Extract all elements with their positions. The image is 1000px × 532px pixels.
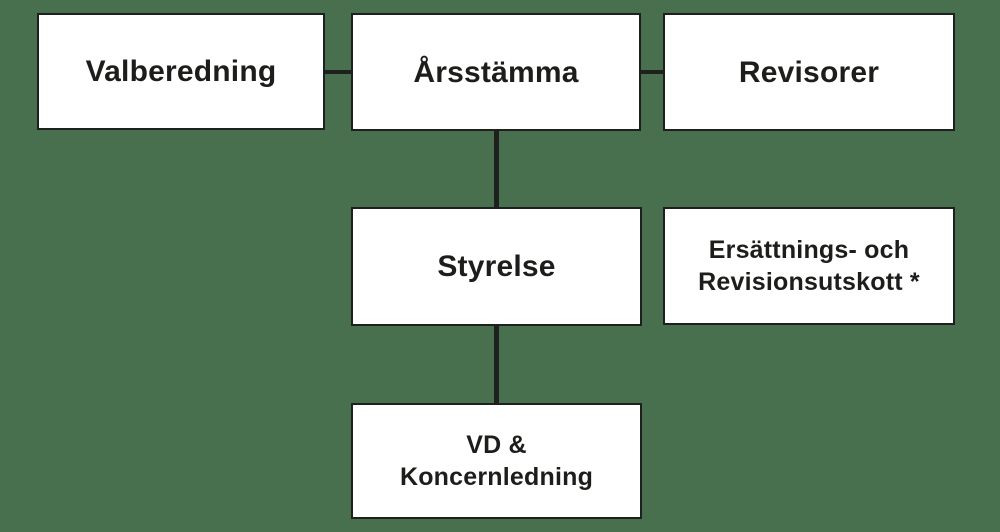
- node-styrelse: Styrelse: [351, 207, 642, 326]
- edge-arsstamma-revisorer: [639, 70, 665, 74]
- node-vd-koncernledning-label: VD & Koncernledning: [399, 430, 594, 492]
- edge-styrelse-vd: [494, 325, 499, 404]
- node-valberedning-label: Valberedning: [85, 55, 277, 88]
- edge-arsstamma-styrelse: [494, 130, 499, 208]
- node-arsstamma-label: Årsstämma: [413, 55, 579, 89]
- node-revisorer-label: Revisorer: [738, 55, 880, 89]
- node-ersattnings-och-revisionsutskott-label: Ersättnings- och Revisionsutskott *: [698, 235, 920, 297]
- edge-valberedning-arsstamma: [323, 70, 353, 74]
- node-valberedning: Valberedning: [37, 13, 325, 130]
- node-styrelse-label: Styrelse: [437, 250, 556, 283]
- node-ersattnings-och-revisionsutskott: Ersättnings- och Revisionsutskott *: [663, 207, 955, 325]
- node-revisorer: Revisorer: [663, 13, 955, 131]
- node-vd-koncernledning: VD & Koncernledning: [351, 403, 642, 519]
- node-arsstamma: Årsstämma: [351, 13, 641, 131]
